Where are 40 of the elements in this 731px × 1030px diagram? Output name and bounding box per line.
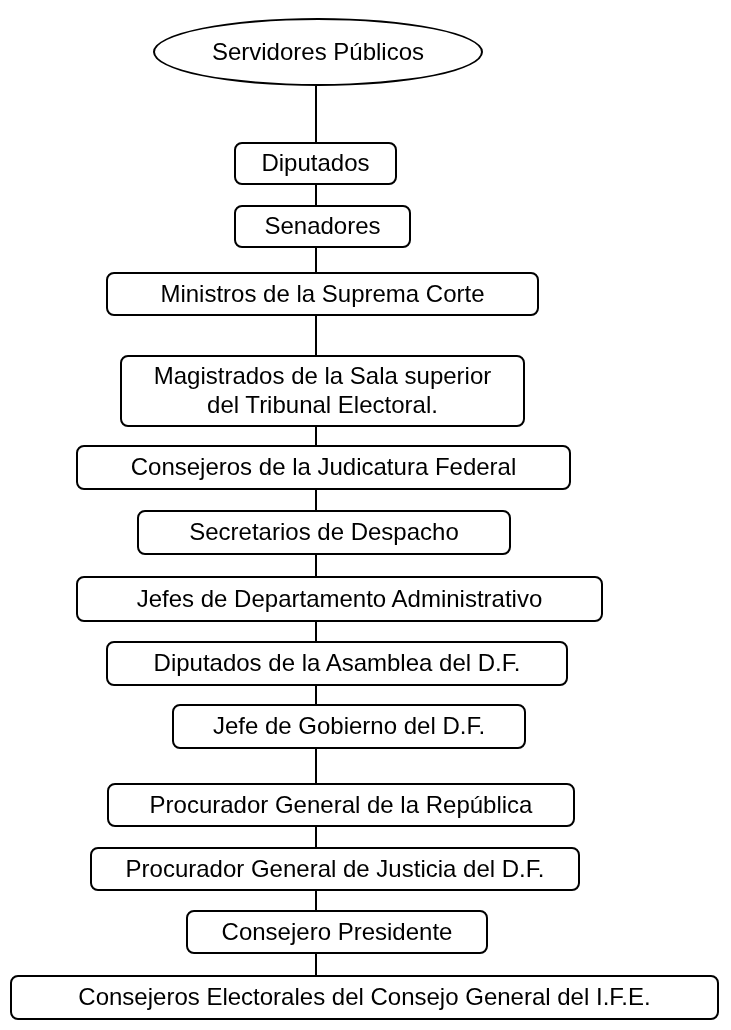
process-box	[137, 510, 511, 555]
node-label: Consejeros Electorales del Consejo General del I.F.E.	[78, 983, 651, 1012]
connector-line	[315, 426, 317, 446]
node-label: Consejeros de la Judicatura Federal	[130, 453, 517, 482]
connector-line	[315, 621, 317, 642]
process-box	[234, 142, 397, 185]
node-label: Diputados	[261, 149, 370, 178]
process-box	[106, 641, 568, 686]
process-box	[76, 576, 603, 622]
connector-line	[315, 685, 317, 705]
node-label: Magistrados de la Sala superior del Tribunal Electoral.	[152, 362, 493, 420]
connector-line	[315, 748, 317, 784]
connector-line	[315, 890, 317, 911]
node-label: Diputados de la Asamblea del D.F.	[153, 649, 521, 678]
node-label: Jefes de Departamento Administrativo	[136, 584, 543, 614]
process-box	[234, 205, 411, 248]
process-box	[120, 355, 525, 427]
connector-line	[315, 953, 317, 976]
node-label: Servidores Públicos	[211, 37, 425, 67]
node-label: Senadores	[264, 212, 381, 241]
node-label: Procurador General de Justicia del D.F.	[125, 854, 545, 884]
process-box	[90, 847, 580, 891]
node-label: Consejero Presidente	[221, 917, 453, 947]
connector-line	[315, 85, 317, 143]
process-box	[106, 272, 539, 316]
connector-line	[315, 247, 317, 273]
process-box	[76, 445, 571, 490]
connector-line	[315, 489, 317, 511]
process-box	[10, 975, 719, 1020]
connector-line	[315, 826, 317, 848]
process-box	[186, 910, 488, 954]
node-label: Procurador General de la República	[149, 790, 533, 820]
node-label: Jefe de Gobierno del D.F.	[212, 712, 486, 741]
connector-line	[315, 315, 317, 356]
node-label: Secretarios de Despacho	[189, 518, 459, 547]
process-box	[172, 704, 526, 749]
connector-line	[315, 184, 317, 206]
process-box	[107, 783, 575, 827]
node-label: Ministros de la Suprema Corte	[160, 279, 485, 309]
connector-line	[315, 554, 317, 577]
